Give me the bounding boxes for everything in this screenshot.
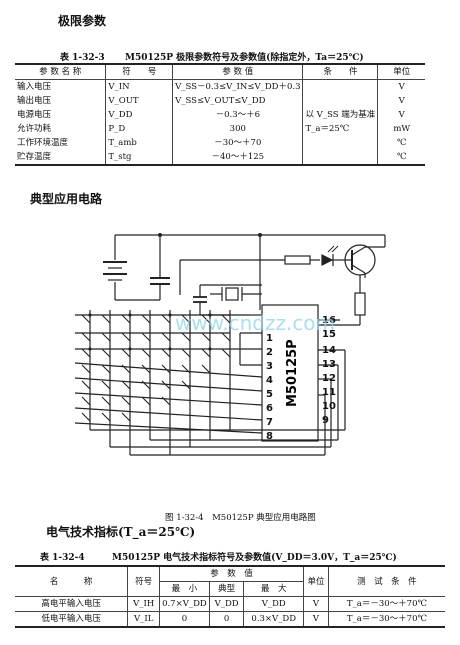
cell: 输出电压 — [17, 96, 52, 106]
col-header: 单位 — [303, 565, 329, 597]
cell: mW — [377, 122, 425, 136]
pin-label: 15 — [322, 329, 336, 340]
cell: V — [303, 611, 329, 628]
section-title-circuit: 典型应用电路 — [30, 192, 103, 206]
cell: T_a＝－30～＋70℃ — [327, 611, 445, 628]
electrical-table: 名 称 符号 参 数 值 单位 测 试 条 件 最 小 典型 最 大 高电平输入… — [15, 565, 445, 628]
table-row: 高电平输入电压 V_IH 0.7×V_DD V_DD V_DD V T_a＝－3… — [15, 596, 445, 612]
pin-label: 6 — [266, 403, 273, 414]
pin-label: 1 — [266, 333, 273, 344]
pin-label: 12 — [322, 373, 336, 384]
col-header: 单位 — [377, 63, 425, 80]
table-header-row: 名 称 符号 参 数 值 单位 测 试 条 件 — [15, 565, 445, 597]
col-header: 符 号 — [105, 63, 173, 80]
col-header: 条 件 — [302, 63, 378, 80]
cell: 输入电压 — [17, 82, 52, 92]
cell: ℃ — [377, 136, 425, 150]
cell: 0.3×V_DD — [243, 611, 305, 628]
cell: 0.7×V_DD — [159, 596, 210, 612]
table-row: 低电平输入电压 V_IL 0 0 0.3×V_DD V T_a＝－30～＋70℃ — [15, 611, 445, 628]
pin-label: 10 — [322, 401, 336, 412]
cell: 低电平输入电压 — [15, 611, 129, 628]
cell: T_amb — [105, 136, 173, 150]
cell: 工作环境温度 — [17, 138, 69, 148]
cell: P_D — [105, 122, 173, 136]
cell: 电源电压 — [17, 110, 52, 120]
table1-label: 表 1-32-3 — [60, 53, 105, 63]
table-row: 允许功耗 P_D 300 T_a＝25℃ mW — [15, 122, 425, 136]
cell: V_DD — [105, 108, 173, 122]
pin-label: 13 — [322, 359, 336, 370]
table-row: 输出电压 V_OUT V_SS≤V_OUT≤V_DD V — [15, 94, 425, 108]
cell: V_IL — [127, 611, 161, 628]
col-header: 最 小 — [159, 581, 210, 597]
pin-label: 3 — [266, 361, 273, 372]
cell: －30～＋70 — [172, 136, 303, 150]
table-row: 电源电压 V_DD －0.3～＋6 以 V_SS 端为基准 V — [15, 108, 425, 122]
limits-table: 参 数 名 称 符 号 参 数 值 条 件 单位 输入电压 V_IN V_SS－… — [15, 63, 425, 166]
cell: V_DD — [208, 596, 245, 612]
pin-label: 5 — [266, 389, 273, 400]
cell: V_OUT — [105, 94, 173, 108]
pin-label: 7 — [266, 417, 273, 428]
cell — [302, 79, 378, 94]
col-header: 参 数 名 称 — [15, 63, 106, 80]
col-header: 参 数 值 — [172, 63, 303, 80]
cell: 高电平输入电压 — [15, 596, 129, 612]
col-header: 符号 — [127, 565, 161, 597]
cell: 贮存温度 — [15, 150, 106, 166]
cell: V_SS≤V_OUT≤V_DD — [172, 94, 303, 108]
table-header-row: 参 数 名 称 符 号 参 数 值 条 件 单位 — [15, 63, 425, 80]
col-header: 名 称 — [15, 565, 129, 597]
cell: T_stg — [105, 150, 173, 166]
table-row: 工作环境温度 T_amb －30～＋70 ℃ — [15, 136, 425, 150]
table2-label: 表 1-32-4 — [40, 553, 85, 563]
col-header: 测 试 条 件 — [327, 565, 445, 597]
cell: V — [377, 79, 425, 94]
circuit-diagram: M50125P 1 2 3 4 5 6 7 8 16 15 14 13 12 1… — [74, 233, 386, 456]
cell: V_IN — [105, 79, 173, 94]
cell: T_a＝25℃ — [302, 122, 378, 136]
cell — [302, 94, 378, 108]
pin-label: 16 — [322, 315, 336, 326]
watermark: www.cndzz.com — [175, 311, 335, 335]
cell: ℃ — [377, 150, 425, 166]
col-header: 最 大 — [243, 581, 305, 597]
cell: －0.3～＋6 — [172, 108, 303, 122]
col-header: 参 数 值 — [159, 565, 305, 582]
pin-label: 14 — [322, 345, 336, 356]
cell: V — [377, 108, 425, 122]
table2-title: M50125P 电气技术指标符号及参数值(V_DD＝3.0V，T_a＝25℃) — [112, 553, 397, 563]
cell: V — [303, 596, 329, 612]
section-title-limits: 极限参数 — [58, 14, 107, 28]
cell: V_DD — [243, 596, 305, 612]
cell — [302, 136, 378, 150]
cell: V — [377, 94, 425, 108]
table1-title: M50125P 极限参数符号及参数值(除指定外，Ta＝25℃) — [125, 53, 364, 63]
cell: 0 — [159, 611, 210, 628]
cell: －40～＋125 — [172, 150, 303, 166]
cell: 允许功耗 — [17, 124, 52, 134]
cell — [302, 150, 378, 166]
figure-caption: 图 1-32-4 M50125P 典型应用电路图 — [165, 513, 316, 523]
table-row: 输入电压 V_IN V_SS－0.3≤V_IN≤V_DD＋0.3 V — [15, 79, 425, 94]
cell: V_IH — [127, 596, 161, 612]
section-title-electrical: 电气技术指标(T_a＝25℃) — [46, 525, 196, 539]
col-header: 典型 — [208, 581, 245, 597]
junction-dots — [88, 233, 262, 351]
pin-label: 8 — [266, 431, 273, 442]
pin-label: 2 — [266, 347, 273, 358]
cell: 0 — [208, 611, 245, 628]
pin-label: 11 — [322, 387, 336, 398]
cell: 300 — [172, 122, 303, 136]
keypad-switches — [81, 314, 231, 422]
pin-label: 4 — [266, 375, 273, 386]
pin-label: 9 — [322, 415, 329, 426]
table-row: 贮存温度 T_stg －40～＋125 ℃ — [15, 150, 425, 166]
cell: T_a＝－30～＋70℃ — [327, 596, 445, 612]
cell: 以 V_SS 端为基准 — [302, 108, 378, 122]
cell: V_SS－0.3≤V_IN≤V_DD＋0.3 — [172, 79, 303, 94]
chip-label: M50125P — [285, 339, 300, 407]
